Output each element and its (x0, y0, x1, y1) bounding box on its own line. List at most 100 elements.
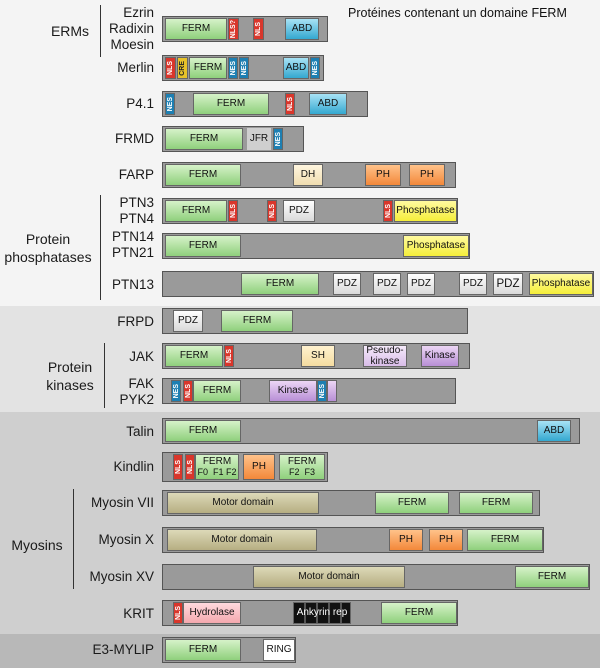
band-4 (0, 634, 600, 668)
protein-track-ptn34: FERM NLS NLS PDZ NLS Phosphatase (162, 198, 458, 224)
label-frmd: FRMD (115, 131, 154, 146)
domain-nls: NLS (224, 345, 234, 367)
domain-nls: NLS (383, 200, 393, 222)
group-label-kinases-line1: Protein (47, 359, 93, 375)
domain-pdz: PDZ (283, 200, 315, 222)
domain-pdz: PDZ (459, 273, 487, 295)
group-label-phosphatases: Protein phosphatases (0, 230, 96, 266)
domain-motor: Motor domain (167, 492, 319, 514)
domain-hydrolase: Hydrolase (183, 602, 241, 624)
protein-track-ptn13: FERM PDZ PDZ PDZ PDZ PDZ Phosphatase (162, 271, 594, 297)
band-3 (0, 412, 600, 634)
domain-sh: SH (301, 345, 335, 367)
domain-abd: ABD (537, 420, 571, 442)
domain-phosphatase: Phosphatase (403, 235, 469, 257)
domain-ferm: FERM (375, 492, 449, 514)
bracket-phosphatases (100, 195, 101, 300)
domain-phosphatase: Phosphatase (529, 273, 593, 295)
protein-track-fakpyk2: NES NLS FERM Kinase NES (162, 378, 456, 404)
protein-track-farp: FERM DH PH PH (162, 162, 456, 188)
diagram-title: Protéines contenant un domaine FERM (348, 6, 567, 20)
group-label-kinases: Protein kinases (34, 358, 106, 394)
domain-nls: NLS (185, 454, 195, 480)
label-ptn14: PTN14 (111, 229, 154, 244)
domain-abd: ABD (285, 18, 319, 40)
label-myosin10: Myosin X (98, 532, 154, 547)
label-ptn13: PTN13 (111, 277, 154, 292)
domain-ph: PH (243, 454, 275, 480)
label-radixin: Radixin (108, 21, 154, 36)
domain-ferm: FERM (165, 420, 241, 442)
group-label-erms: ERMs (50, 23, 90, 39)
domain-pdz: PDZ (173, 310, 203, 332)
protein-track-p41: NES FERM NLS ABD (162, 91, 368, 117)
domain-nes: NES (273, 128, 283, 150)
label-jak: JAK (129, 349, 154, 364)
protein-track-frpd: PDZ FERM (162, 308, 468, 334)
domain-jfr: JFR (247, 128, 271, 150)
label-e3mylip: E3-MYLIP (92, 642, 154, 657)
protein-track-erms: FERM NLS? NLS ABD (162, 16, 328, 42)
protein-track-talin: FERM ABD (162, 418, 580, 444)
bracket-erms (100, 5, 101, 57)
domain-motor: Motor domain (253, 566, 405, 588)
domain-ferm: FERM (165, 639, 241, 661)
domain-nls: NLS (253, 18, 264, 40)
protein-track-jak: FERM NLS SH Pseudo- kinase Kinase (162, 343, 470, 369)
label-frpd: FRPD (117, 314, 154, 329)
group-label-phosphatases-line1: Protein (25, 231, 71, 247)
domain-dh: DH (293, 164, 323, 186)
bracket-myosins (73, 489, 74, 589)
domain-ferm: FERM (241, 273, 319, 295)
domain-cre: CRE (177, 57, 188, 79)
protein-track-myosin15: Motor domain FERM (162, 564, 590, 590)
domain-pdz: PDZ (373, 273, 401, 295)
protein-track-krit: NLS Hydrolase Ankyrin rep FERM (162, 600, 458, 626)
label-ferm: FERM (202, 456, 232, 467)
domain-ferm-split2: FERM F2 F3 (279, 454, 325, 480)
domain-nls: NLS (228, 200, 238, 222)
domain-pdz: PDZ (333, 273, 361, 295)
protein-label-fakpyk2: FAK PYK2 (119, 376, 154, 408)
domain-phosphatase: Phosphatase (394, 200, 457, 222)
label-krit: KRIT (123, 606, 154, 621)
protein-track-frmd: FERM JFR NES (162, 126, 304, 152)
domain-ring: RING (263, 639, 295, 661)
protein-track-e3mylip: FERM RING (162, 637, 296, 663)
domain-ferm: FERM (221, 310, 293, 332)
domain-ph: PH (365, 164, 401, 186)
label-moesin: Moesin (110, 37, 154, 52)
domain-nes: NES (239, 57, 249, 79)
protein-label-ptn1421: PTN14 PTN21 (112, 229, 154, 261)
label-myosin7: Myosin VII (90, 495, 154, 510)
domain-nls: NLS (173, 602, 183, 624)
group-label-kinases-line2: kinases (46, 377, 94, 393)
domain-nes: NES (317, 380, 327, 402)
domain-ferm: FERM (381, 602, 457, 624)
label-farp: FARP (118, 167, 154, 182)
domain-nls: NLS (183, 380, 193, 402)
domain-ferm-split1: FERM F0 F1 F2 (195, 454, 239, 480)
label-f-numbers: F0 F1 F2 (197, 467, 237, 477)
domain-nes: NES (310, 57, 320, 79)
bracket-kinases (104, 343, 105, 408)
domain-nls: NLS (173, 454, 183, 480)
domain-pdz: PDZ (493, 273, 523, 295)
domain-nls: NLS (267, 200, 277, 222)
domain-ferm: FERM (165, 235, 241, 257)
label-myosin15: Myosin XV (89, 569, 154, 584)
label-kindlin: Kindlin (113, 459, 154, 474)
label-ptn3: PTN3 (119, 195, 154, 210)
domain-pdz: PDZ (407, 273, 435, 295)
domain-ferm: FERM (165, 18, 227, 40)
domain-ferm: FERM (165, 128, 243, 150)
domain-ph: PH (429, 529, 463, 551)
domain-ph: PH (409, 164, 445, 186)
protein-label-ptn34: PTN3 PTN4 (119, 195, 154, 227)
label-pyk2: PYK2 (119, 392, 154, 407)
domain-ferm: FERM (165, 164, 241, 186)
domain-ferm: FERM (165, 200, 227, 222)
protein-track-merlin: NLS CRE FERM NES NES ABD NES (162, 55, 324, 81)
domain-ferm: FERM (193, 93, 269, 115)
domain-ferm: FERM (165, 345, 223, 367)
